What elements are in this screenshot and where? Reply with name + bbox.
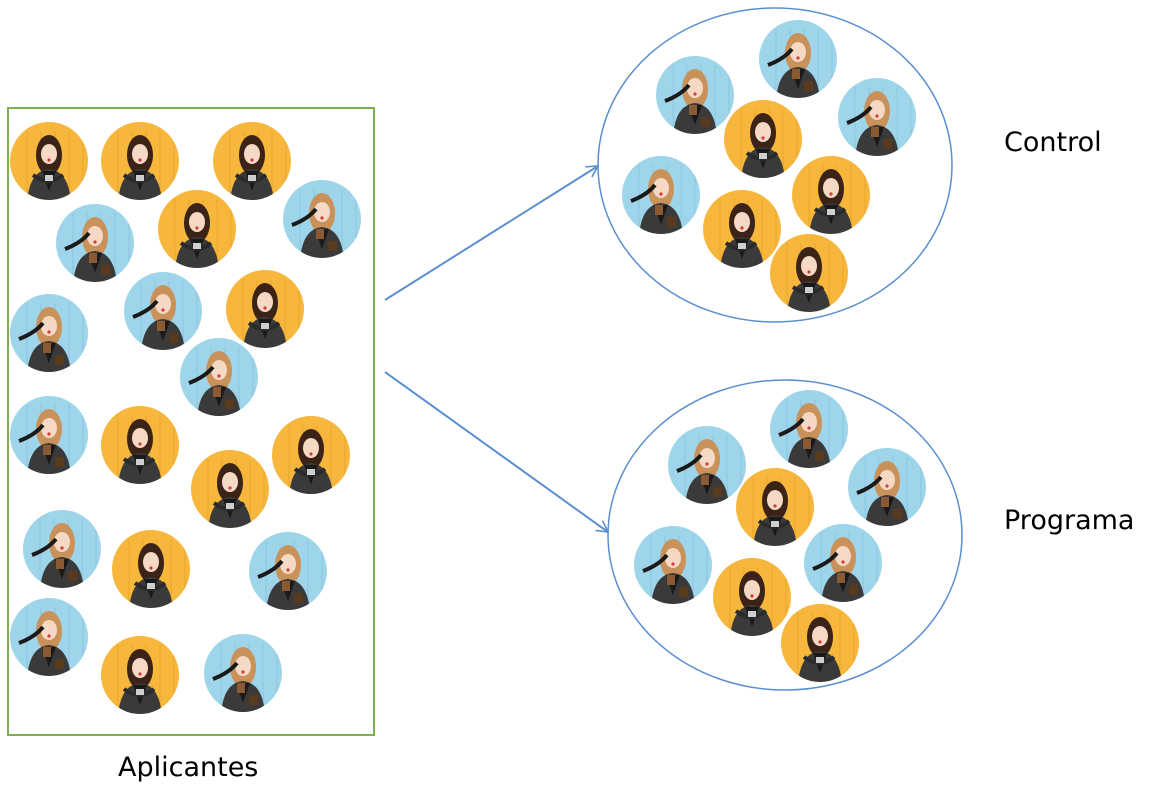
person-avatar xyxy=(56,204,134,282)
person-avatar xyxy=(804,524,882,602)
person-avatar xyxy=(792,156,870,234)
person-avatar xyxy=(272,416,350,494)
person-avatar xyxy=(736,468,814,546)
person-avatar xyxy=(124,272,202,350)
arrow-to-program xyxy=(384,371,610,533)
control-people xyxy=(622,20,916,312)
person-avatar xyxy=(10,598,88,676)
applicants-label: Aplicantes xyxy=(118,752,259,783)
person-avatar xyxy=(770,390,848,468)
person-avatar xyxy=(101,122,179,200)
person-avatar xyxy=(759,20,837,98)
program-label: Programa xyxy=(1004,505,1135,536)
program-people xyxy=(634,390,926,682)
applicants-box xyxy=(7,107,375,736)
control-group-circle xyxy=(597,7,953,323)
control-label: Control xyxy=(1004,127,1102,158)
arrow-to-control xyxy=(384,165,600,301)
applicants-people xyxy=(10,122,361,714)
person-avatar xyxy=(781,604,859,682)
person-avatar xyxy=(249,532,327,610)
person-avatar xyxy=(101,406,179,484)
person-avatar xyxy=(191,450,269,528)
person-avatar xyxy=(622,156,700,234)
person-avatar xyxy=(668,426,746,504)
person-avatar xyxy=(23,510,101,588)
program-group-circle xyxy=(607,379,963,691)
person-avatar xyxy=(770,234,848,312)
person-avatar xyxy=(204,634,282,712)
person-avatar xyxy=(10,294,88,372)
person-avatar xyxy=(713,558,791,636)
person-avatar xyxy=(112,530,190,608)
person-avatar xyxy=(838,78,916,156)
person-avatar xyxy=(10,122,88,200)
person-avatar xyxy=(213,122,291,200)
person-avatar xyxy=(180,338,258,416)
person-avatar xyxy=(226,270,304,348)
person-avatar xyxy=(101,636,179,714)
person-avatar xyxy=(283,180,361,258)
person-avatar xyxy=(634,526,712,604)
person-avatar xyxy=(724,100,802,178)
person-avatar xyxy=(656,56,734,134)
person-avatar xyxy=(158,190,236,268)
person-avatar xyxy=(703,190,781,268)
person-avatar xyxy=(10,396,88,474)
person-avatar xyxy=(848,448,926,526)
